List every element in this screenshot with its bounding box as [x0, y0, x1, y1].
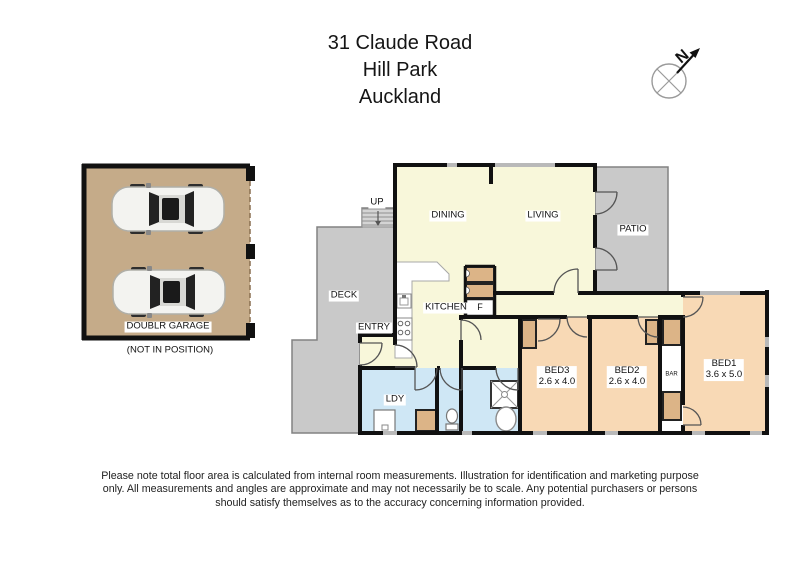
bed3-dims: 2.6 x 4.0: [538, 376, 576, 387]
room-label-living: LIVING: [525, 209, 561, 222]
car: [111, 182, 225, 236]
stairs-up-label: UP: [368, 196, 386, 209]
bed2-dims: 2.6 x 4.0: [608, 376, 646, 387]
bed1-dims: 3.6 x 5.0: [705, 369, 743, 380]
laundry-cupboard: [415, 409, 438, 432]
bed3-name: BED3: [544, 365, 570, 377]
room-label-laundry: LDY: [383, 393, 407, 406]
bed1-name: BED1: [711, 358, 737, 370]
wardrobe-bed2: [645, 319, 659, 345]
room-label-bed2: BED2 2.6 x 4.0: [606, 365, 648, 388]
disclaimer-line-3: should satisfy themselves as to the accu…: [215, 496, 585, 509]
room-label-patio: PATIO: [617, 223, 649, 236]
disclaimer-line-2: only. All measurements and angles are ap…: [102, 483, 698, 496]
stove: [395, 317, 413, 341]
bar-cupboard-label: BAR: [665, 371, 678, 379]
garage-note: (NOT IN POSITION): [126, 344, 214, 356]
bed2-name: BED2: [614, 365, 640, 377]
stairs: [361, 208, 396, 228]
room-label-kitchen: KITCHEN: [423, 301, 469, 314]
garage-label: DOUBLR GARAGE: [124, 320, 212, 333]
pantry-shelves: [465, 266, 495, 299]
property-address: 31 Claude Road Hill Park Auckland: [0, 30, 800, 111]
doors: [359, 191, 704, 426]
wardrobe-bed3: [521, 319, 537, 349]
room-label-deck: DECK: [328, 289, 360, 302]
room-label-bed3: BED3 2.6 x 4.0: [536, 365, 578, 388]
toilet: [445, 408, 459, 431]
walls: [358, 163, 769, 435]
car: [112, 265, 226, 319]
washing-machine: [373, 409, 396, 433]
fridge-label: F: [475, 301, 485, 313]
room-label-entry: ENTRY: [355, 321, 393, 334]
address-line-1: 31 Claude Road: [327, 32, 473, 54]
disclaimer-line-1: Please note total floor area is calculat…: [101, 470, 699, 482]
windows: [383, 163, 769, 435]
room-label-bed1: BED1 3.6 x 5.0: [703, 358, 745, 381]
address-line-2: Hill Park: [362, 59, 438, 81]
disclaimer: Please note total floor area is calculat…: [0, 470, 800, 510]
room-label-dining: DINING: [429, 209, 467, 222]
kitchen-sink: [396, 293, 412, 309]
address-line-3: Auckland: [358, 86, 442, 108]
bathtub: [495, 406, 517, 432]
